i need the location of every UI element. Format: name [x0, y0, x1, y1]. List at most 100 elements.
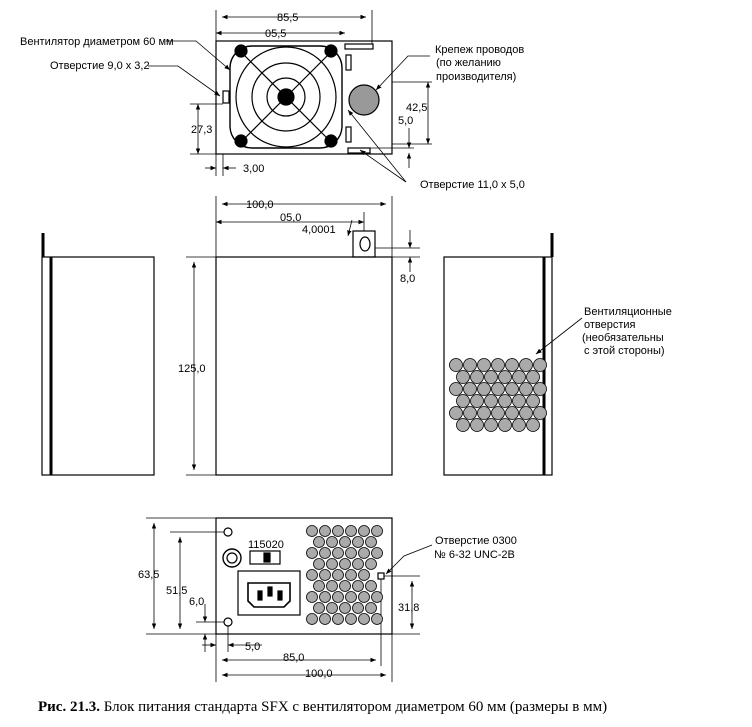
fan-label: Вентилятор диаметром 60 мм	[20, 36, 174, 48]
vent-hole	[463, 358, 477, 372]
back-vent-hole	[332, 547, 344, 559]
mount-hole	[223, 617, 233, 627]
dim-6-0: 6,0	[189, 596, 204, 608]
vent-hole	[484, 418, 498, 432]
vent-hole	[512, 370, 526, 384]
fan-ring	[235, 46, 337, 148]
bottom-view-labels: 115020 63,5 51,5 6,0 Отверстие 0300 № 6-…	[138, 535, 517, 680]
back-vent-hole	[306, 613, 318, 625]
back-vent-hole	[352, 580, 364, 592]
figure-caption: Рис. 21.3. Блок питания стандарта SFX с …	[38, 699, 738, 716]
vent-hole	[470, 418, 484, 432]
back-vent-hole	[319, 613, 331, 625]
dim-100-0-front: 100,0	[246, 199, 274, 211]
vent-hole	[512, 394, 526, 408]
vent-label: отверстия	[584, 319, 636, 331]
vent-hole	[519, 406, 533, 420]
vent-hole	[505, 382, 519, 396]
back-vent-hole	[313, 558, 325, 570]
vent-holes-grid	[449, 358, 547, 432]
dim-31-8: 31,8	[398, 602, 419, 614]
clamp-label: производителя)	[436, 71, 516, 83]
vent-hole	[463, 382, 477, 396]
dim-3-00: 3,00	[243, 163, 264, 175]
vent-hole	[463, 406, 477, 420]
back-vent-holes	[306, 525, 383, 625]
back-vent-hole	[339, 602, 351, 614]
vent-hole	[533, 406, 547, 420]
fan-ring	[251, 62, 321, 132]
dim-5-0: 5,0	[398, 115, 413, 127]
caption-prefix: Рис. 21.3.	[38, 699, 100, 715]
vent-label: с этой стороны)	[584, 345, 665, 357]
back-vent-hole	[326, 558, 338, 570]
right-side-view	[443, 256, 553, 476]
clamp-label: Крепеж проводов	[435, 44, 524, 56]
dim-8-0: 8,0	[400, 273, 415, 285]
power-inlet	[247, 582, 291, 608]
back-vent-hole	[326, 580, 338, 592]
back-vent-hole	[371, 613, 383, 625]
vent-hole	[456, 394, 470, 408]
middle-row	[41, 196, 583, 476]
dim-51-5: 51,5	[166, 585, 187, 597]
power-inlet-outer	[237, 570, 301, 616]
back-vent-hole	[358, 569, 370, 581]
back-vent-hole	[339, 536, 351, 548]
dim-05-5: 05,5	[265, 28, 286, 40]
back-vent-hole	[365, 536, 377, 548]
back-vent-hole	[358, 547, 370, 559]
back-vent-hole	[345, 613, 357, 625]
top-view	[148, 10, 432, 183]
vent-hole	[477, 382, 491, 396]
vent-hole	[484, 394, 498, 408]
fan-mount-hole	[234, 134, 248, 148]
hole-label: Отверстие 0300	[435, 535, 517, 547]
vent-hole	[484, 370, 498, 384]
vent-hole	[456, 370, 470, 384]
vent-hole	[449, 406, 463, 420]
switch-round	[222, 548, 242, 568]
back-vent-hole	[365, 558, 377, 570]
fan-assembly	[229, 44, 343, 149]
back-vent-hole	[326, 602, 338, 614]
top-slot	[344, 43, 374, 50]
mount-hole-square	[377, 572, 385, 580]
back-vent-hole	[352, 602, 364, 614]
middle-row-labels: 100,0 05,0 4,0001 125,0 8,0 Вентиляционн…	[178, 199, 672, 375]
front-view-body	[215, 256, 393, 476]
vent-hole	[491, 358, 505, 372]
dim-63-5: 63,5	[138, 569, 159, 581]
back-vent-hole	[371, 547, 383, 559]
voltage-switch	[249, 550, 281, 565]
back-vent-hole	[345, 547, 357, 559]
back-vent-hole	[313, 536, 325, 548]
back-vent-hole	[306, 547, 318, 559]
fan-mount-hole	[324, 134, 338, 148]
back-vent-hole	[332, 591, 344, 603]
fan-hub	[277, 88, 295, 106]
hole-label: № 6-32 UNC-2B	[434, 549, 515, 561]
vent-hole	[498, 418, 512, 432]
back-vent-hole	[332, 613, 344, 625]
vent-hole	[498, 394, 512, 408]
back-vent-hole	[306, 569, 318, 581]
fan-mount-hole	[234, 44, 248, 58]
back-vent-hole	[365, 580, 377, 592]
bottom-slot	[347, 147, 371, 154]
vent-hole	[456, 418, 470, 432]
vent-hole	[449, 382, 463, 396]
vent-hole	[498, 370, 512, 384]
vent-hole	[526, 418, 540, 432]
vent-hole	[512, 418, 526, 432]
front-view-tab	[352, 230, 376, 258]
mount-hole	[223, 527, 233, 537]
back-vent-hole	[313, 602, 325, 614]
vent-hole	[533, 382, 547, 396]
clamp-label: (по желанию	[436, 57, 501, 69]
wire-clamp	[348, 84, 380, 116]
vent-hole	[470, 370, 484, 384]
back-vent-hole	[352, 558, 364, 570]
vent-label: (необязательны	[582, 332, 664, 344]
